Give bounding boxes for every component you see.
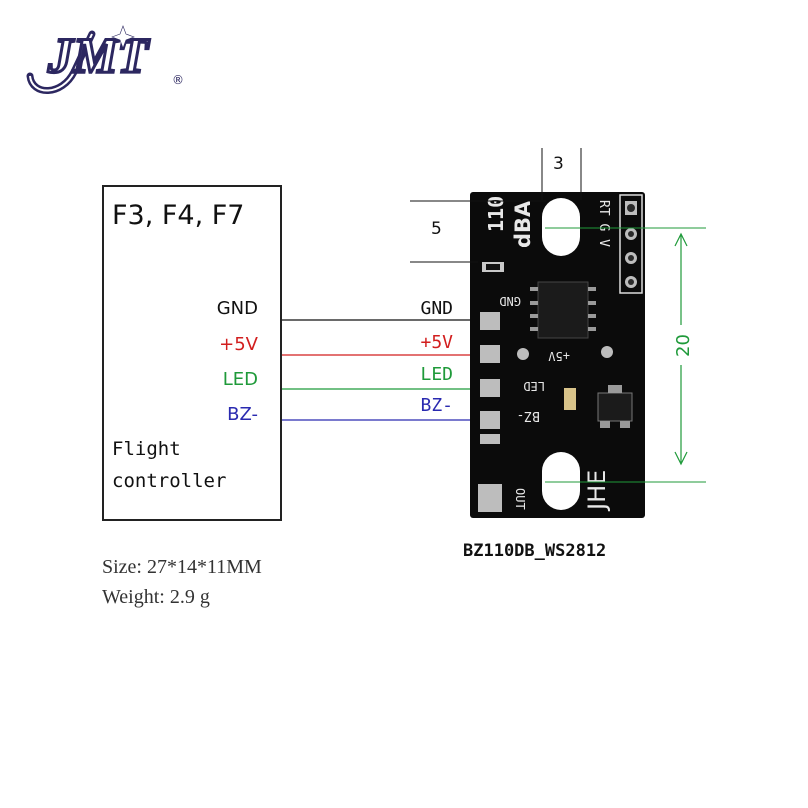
board-pin-led: LED <box>420 364 453 385</box>
silk-led: LED <box>523 379 545 393</box>
fc-pin-gnd: GND <box>216 298 258 319</box>
silk-5v: +5V <box>548 349 570 363</box>
spec-weight: Weight: 2.9 g <box>102 586 210 608</box>
fc-label-flight: Flight <box>112 438 181 460</box>
buzzer-driver-chip <box>537 281 589 339</box>
mount-slot-top <box>542 198 580 256</box>
mount-slot-bottom <box>542 452 580 510</box>
flight-controller-box <box>102 185 282 521</box>
silk-gnd: GND <box>499 294 521 308</box>
silk-110: 110 <box>484 196 508 232</box>
dimension-3: 3 <box>553 154 564 174</box>
dimension-20: 20 <box>673 334 694 357</box>
jmt-logo: JMT ® <box>26 25 184 94</box>
pcb-board <box>470 192 645 518</box>
silk-out: OUT <box>513 488 527 510</box>
spec-size: Size: 27*14*11MM <box>102 556 262 578</box>
board-pin-5v: +5V <box>420 332 453 353</box>
silk-brand: JHE <box>583 470 611 512</box>
fc-pin-led: LED <box>222 369 258 390</box>
registered-mark: ® <box>172 73 184 87</box>
silk-header: RT G V <box>596 200 611 247</box>
pad-out <box>478 484 502 512</box>
pad-bz <box>480 411 500 429</box>
fc-pin-5v: +5V <box>219 334 258 355</box>
fc-pin-bz: BZ- <box>227 404 258 425</box>
board-pin-bz: BZ- <box>420 395 453 416</box>
fc-models: F3, F4, F7 <box>112 200 245 231</box>
pad-5v <box>480 345 500 363</box>
fc-label-controller: controller <box>112 470 227 492</box>
pad-gnd <box>480 312 500 330</box>
logo-text: JMT <box>47 27 150 83</box>
dimension-5: 5 <box>431 219 442 239</box>
model-name: BZ110DB_WS2812 <box>463 541 607 561</box>
silk-bz: BZ- <box>517 408 540 423</box>
header-pins <box>619 194 643 294</box>
silk-dba: dBA <box>511 200 535 248</box>
pad-led <box>480 379 500 397</box>
board-pin-gnd: GND <box>420 298 453 319</box>
